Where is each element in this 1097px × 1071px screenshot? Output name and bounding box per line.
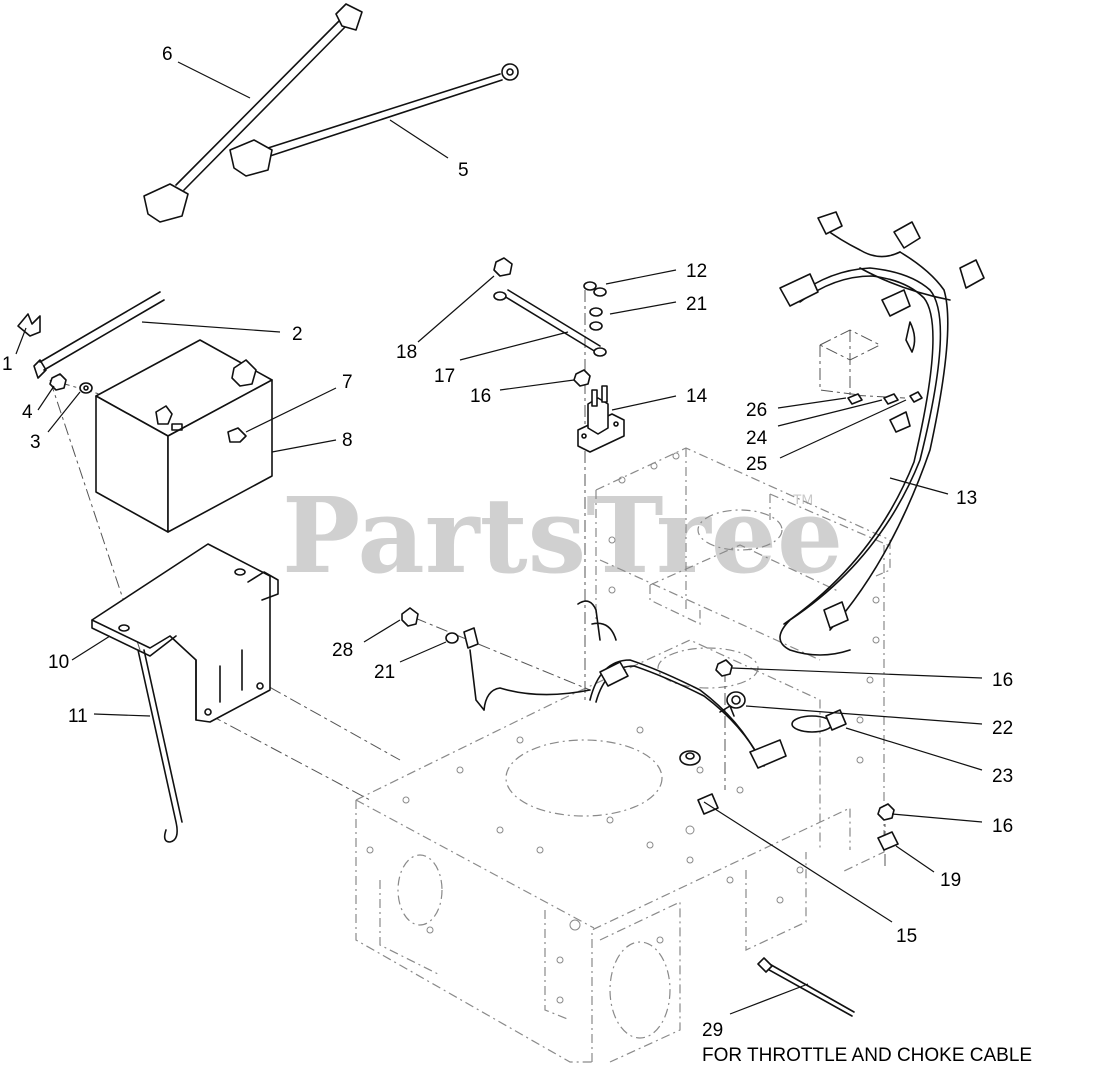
- callout-16-lower: 16: [992, 816, 1013, 837]
- callout-11: 11: [68, 706, 88, 727]
- callout-17: 17: [434, 366, 455, 387]
- callout-5: 5: [458, 160, 469, 181]
- part-1-wing-nut: [17, 313, 41, 337]
- part-16-screw-middle: [715, 659, 733, 677]
- part-14-solenoid: [577, 385, 625, 453]
- part-12-washers: [583, 281, 607, 297]
- part-21-washer-lower: [445, 627, 479, 649]
- part-10-battery-tray: [91, 543, 279, 723]
- part-16-screw-upper: [573, 369, 591, 387]
- callout-21-upper: 21: [686, 294, 707, 315]
- callout-16-middle: 16: [992, 670, 1013, 691]
- part-3-washer: [79, 382, 93, 394]
- part-11-j-bolt: [137, 649, 183, 843]
- frame-holes: [366, 452, 880, 1004]
- part-6-battery-cable: [143, 3, 363, 223]
- callout-29: 29: [702, 1020, 723, 1041]
- watermark-text: PartsTree: [282, 474, 843, 597]
- callout-26: 26: [746, 400, 767, 421]
- callout-18: 18: [396, 342, 417, 363]
- part-28-bolt: [401, 607, 419, 627]
- part-29-cable-tie: [757, 957, 855, 1017]
- watermark: PartsTree TM: [282, 474, 843, 597]
- part-15-grommet: [679, 750, 719, 815]
- callout-labels: 1 2 3 4 5 6 7 8 10 11 12 13 14 15 16 16 …: [2, 44, 1013, 1041]
- callout-22: 22: [992, 718, 1013, 739]
- part-22-clamp: [719, 691, 746, 717]
- part-24-terminal: [883, 393, 899, 405]
- part-2-hold-down-rod: [33, 291, 165, 379]
- part-5-battery-cable: [229, 63, 519, 177]
- chassis-frame: [355, 447, 891, 1063]
- callout-4: 4: [22, 402, 33, 423]
- callout-16-upper: 16: [470, 386, 491, 407]
- callout-8: 8: [342, 430, 353, 451]
- callout-12: 12: [686, 261, 707, 282]
- callout-2: 2: [292, 324, 303, 345]
- callout-28: 28: [332, 640, 353, 661]
- callout-13: 13: [956, 488, 977, 509]
- part-21-washer-upper: [589, 307, 603, 331]
- callout-3: 3: [30, 432, 41, 453]
- part-18-nut: [493, 257, 513, 277]
- part-23-cable-tie: [791, 709, 847, 733]
- part-17-cable: [493, 289, 607, 357]
- callout-23: 23: [992, 766, 1013, 787]
- part-7-bolt: [227, 427, 247, 443]
- callout-25: 25: [746, 454, 767, 475]
- callout-24: 24: [746, 428, 768, 449]
- callout-19: 19: [940, 870, 961, 891]
- part-16-screw-lower: [877, 803, 895, 821]
- callout-1: 1: [2, 354, 13, 375]
- part-19-clip: [877, 831, 899, 851]
- part-13-wire-harness: [469, 211, 985, 769]
- callout-14: 14: [686, 386, 708, 407]
- part-8-battery: [95, 339, 273, 533]
- part-25-terminal: [909, 391, 923, 403]
- callout-10: 10: [48, 652, 69, 673]
- callout-15: 15: [896, 926, 917, 947]
- callout-6: 6: [162, 44, 173, 65]
- leader-lines: [15, 61, 983, 1015]
- callout-7: 7: [342, 372, 353, 393]
- part-26-terminal: [847, 393, 863, 405]
- callout-21-lower: 21: [374, 662, 395, 683]
- throttle-choke-note: FOR THROTTLE AND CHOKE CABLE: [702, 1045, 1032, 1066]
